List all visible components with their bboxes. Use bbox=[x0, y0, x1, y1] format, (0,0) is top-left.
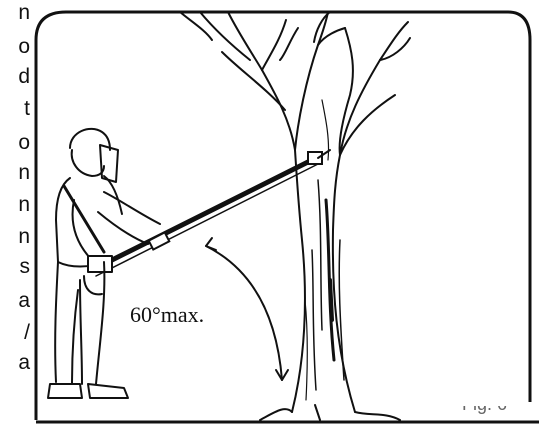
pole-saw bbox=[92, 150, 330, 276]
angle-arc bbox=[206, 238, 288, 380]
operator bbox=[48, 129, 160, 398]
angle-label: 60°max. bbox=[130, 302, 204, 328]
figure-frame bbox=[36, 12, 530, 420]
